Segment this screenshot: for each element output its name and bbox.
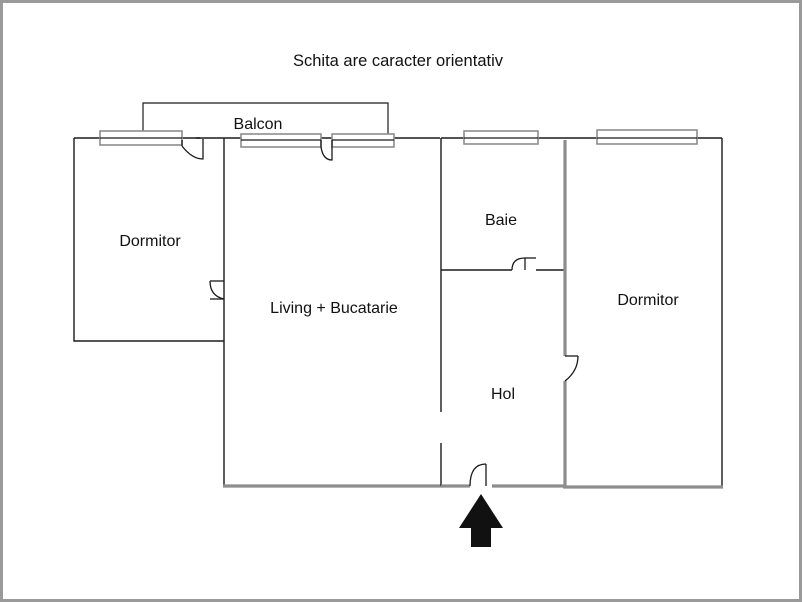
room-label-hol: Hol bbox=[491, 386, 515, 403]
window-baie bbox=[463, 130, 539, 145]
room-label-baie: Baie bbox=[485, 212, 517, 229]
window-living-west bbox=[240, 133, 322, 148]
door-dormitor-left-living bbox=[209, 280, 225, 300]
room-label-living-bucatarie: Living + Bucatarie bbox=[270, 300, 398, 317]
room-label-dormitor-left: Dormitor bbox=[119, 233, 181, 250]
room-outline-dormitor-right bbox=[563, 138, 723, 489]
door-entry bbox=[469, 463, 487, 487]
entry-arrow-icon bbox=[459, 494, 503, 547]
page-title: Schita are caracter orientativ bbox=[293, 52, 504, 70]
balcony-label: Balcon bbox=[234, 116, 283, 133]
door-baie-hol bbox=[511, 257, 536, 271]
window-dormitor-left bbox=[99, 130, 183, 146]
room-label-dormitor-right: Dormitor bbox=[617, 292, 679, 309]
window-living-east bbox=[331, 133, 395, 148]
door-balcony-dormitor-left bbox=[181, 139, 204, 160]
door-hol-dormitor-right bbox=[564, 355, 579, 382]
door-balcony-living bbox=[320, 140, 333, 161]
window-dormitor-right bbox=[596, 129, 698, 145]
balcony-bracket bbox=[142, 102, 389, 137]
